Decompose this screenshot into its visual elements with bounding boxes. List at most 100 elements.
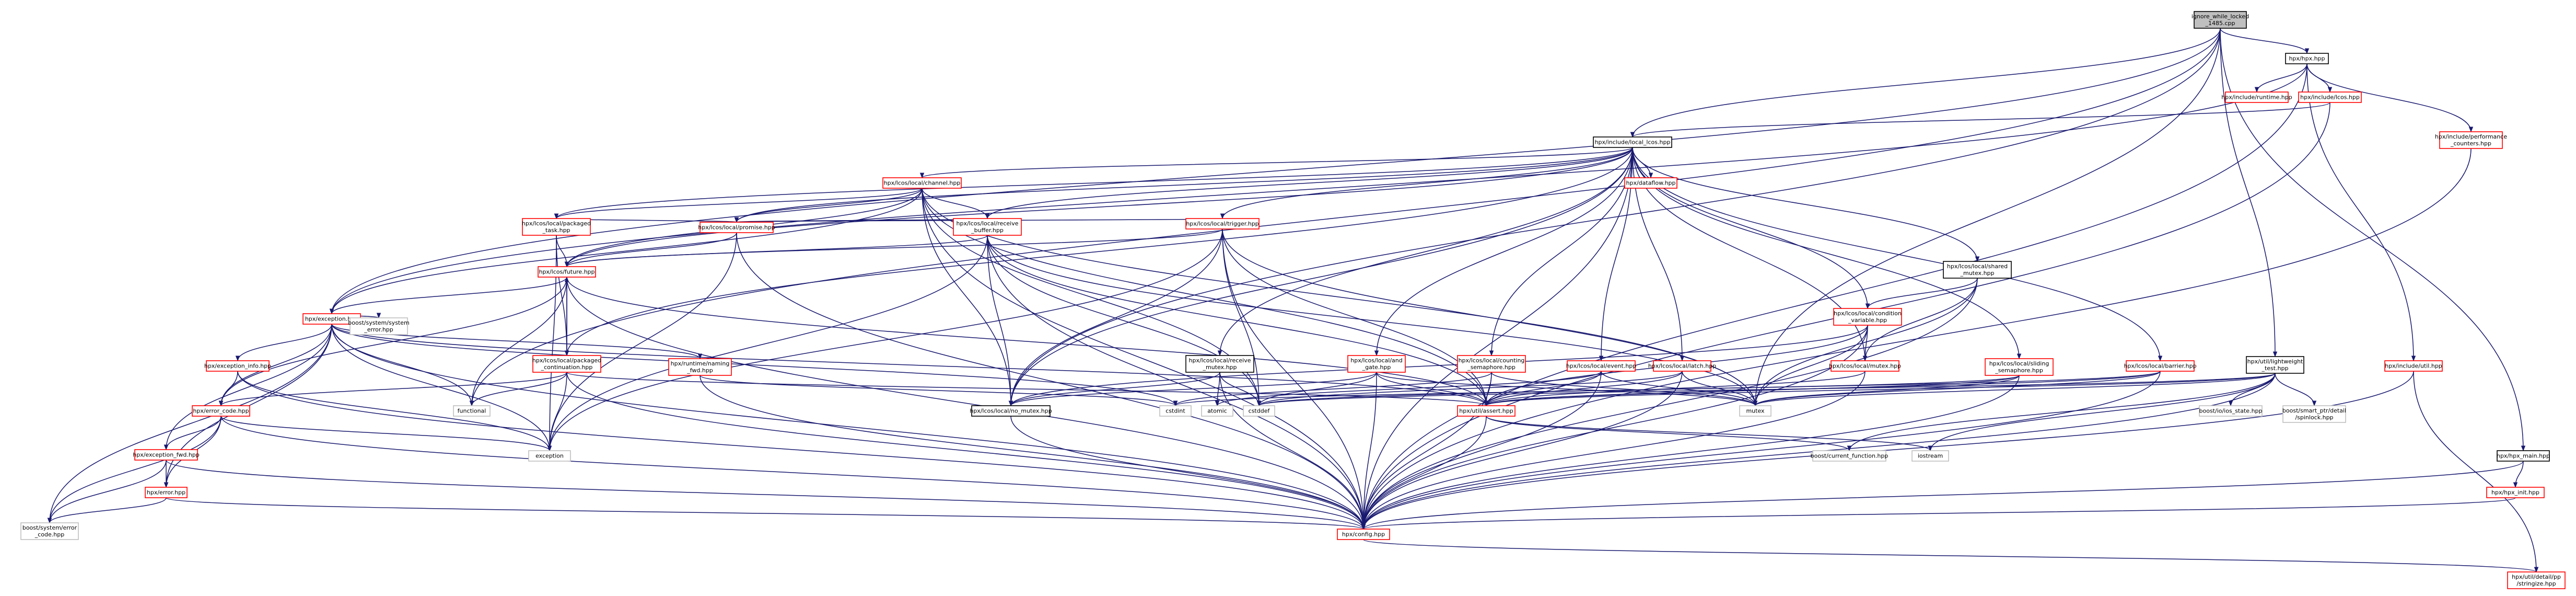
node-boost-io-state: boost/io/ios_state.hpp [2199,405,2263,417]
node-sliding-semaphore[interactable]: hpx/lcos/local/sliding_semaphore.hpp [1985,358,2054,376]
node-box [1337,529,1390,540]
node-hpx-init[interactable]: hpx/hpx_init.hpp [2486,487,2545,498]
edge-local_lcos-to-config [1361,147,1633,530]
node-and-gate[interactable]: hpx/lcos/local/and_gate.hpp [1347,355,1406,373]
edge-no_mutex-to-config [1010,416,1366,530]
edge-exception_info-to-config [237,371,1366,530]
node-dataflow[interactable]: hpx/dataflow.hpp [1624,177,1677,189]
node-label: boost/io/ios_state.hpp [2199,408,2263,415]
node-include-lcos[interactable]: hpx/include/lcos.hpp [2298,91,2362,103]
edge-root-to-hpx_main_hpp [2220,28,2526,452]
node-label: hpx/lcos/local/receive [1189,357,1251,364]
edge-local_mutex-to-assert [1484,371,1866,407]
edge-local_lcos-to-receive_buffer [985,147,1633,220]
node-label: _fwd.hpp [686,367,713,374]
edge-exception-to-config [331,324,1366,530]
node-assert[interactable]: hpx/util/assert.hpp [1457,405,1516,417]
node-no-mutex[interactable]: hpx/lcos/local/no_mutex.hpp [970,405,1052,417]
node-box [1457,405,1516,417]
node-box [1911,450,1949,462]
node-channel[interactable]: hpx/lcos/local/channel.hpp [882,177,962,189]
edge-channel-to-no_mutex [922,188,1013,407]
node-barrier[interactable]: hpx/lcos/local/barrier.hpp [2124,360,2197,372]
node-box [538,266,596,278]
edge-error_hpp-to-config [166,497,1366,530]
edge-counting_semaphore-to-cstdint [1173,372,1492,407]
node-exception-info[interactable]: hpx/exception_info.hpp [204,360,271,372]
node-packaged-task[interactable]: hpx/lcos/local/packaged_task.hpp [522,218,591,236]
node-box [2282,405,2346,423]
node-box [1347,355,1406,373]
node-event[interactable]: hpx/lcos/local/event.hpp [1566,360,1637,372]
node-box [2126,360,2195,372]
edge-include_util-to-string_ref [2413,371,2539,573]
node-error-hpp[interactable]: hpx/error.hpp [145,487,188,498]
node-promise[interactable]: hpx/lcos/local/promise.hpp [698,222,775,233]
node-label: _task.hpp [542,227,570,234]
node-runtime-naming-fwd[interactable]: hpx/runtime/naming_fwd.hpp [668,358,732,376]
node-box [134,449,198,461]
edge-latch-to-cstddef [1257,371,1683,407]
edge-assert-to-boost_current_function [1486,416,1852,452]
node-boost-error-code: boost/system/error_code.hpp [20,522,79,540]
node-receive-mutex[interactable]: hpx/lcos/local/receive_mutex.hpp [1185,355,1254,373]
node-hpx-hpp[interactable]: hpx/hpx.hpp [2285,53,2329,64]
node-label: _semaphore.hpp [1995,367,2043,374]
node-label: ignore_while_locked [2192,13,2249,20]
edge-local_lcos-to-condition_variable [1632,147,1870,310]
edge-and_gate-to-mutex [1376,372,1757,407]
node-box [1812,450,1886,462]
node-label: hpx/hpx_init.hpp [2491,489,2539,496]
edge-exception_info-to-error_code [218,371,238,407]
edge-trigger-to-future [565,228,1223,268]
node-error-code[interactable]: hpx/error_code.hpp [192,405,250,417]
node-box [1567,360,1636,372]
node-local-mutex[interactable]: hpx/lcos/local/mutex.hpp [1829,360,1901,372]
node-lightweight-test[interactable]: hpx/util/lightweight_test.hpp [2246,356,2304,374]
node-receive-buffer[interactable]: hpx/lcos/local/receive_buffer.hpp [953,218,1022,236]
node-box [2199,405,2263,417]
edge-packaged_task-to-future [556,235,569,268]
node-hpx-main-hpp[interactable]: hpx/hpx_main.hpp [2497,450,2550,462]
edge-lightweight_test-to-boost_current_function [1847,373,2276,452]
node-include-runtime[interactable]: hpx/include/runtime.hpp [2221,91,2292,103]
edge-shared_mutex-to-local_mutex [1862,278,1978,362]
node-future[interactable]: hpx/lcos/future.hpp [538,266,596,278]
edge-exception-to-exception_fwd [164,324,332,451]
node-counting-semaphore[interactable]: hpx/lcos/local/counting_semaphore.hpp [1457,355,1526,373]
node-shared-mutex[interactable]: hpx/lcos/local/shared_mutex.hpp [1943,261,2012,279]
node-string-ref[interactable]: hpx/util/detail/pp/stringize.hpp [2507,571,2566,589]
node-label: /spinlock.hpp [2295,414,2333,421]
node-exception-fwd[interactable]: hpx/exception_fwd.hpp [133,449,200,461]
node-box [1831,360,1899,372]
node-box [522,218,591,236]
edge-future-to-config [566,277,1366,530]
edge-sliding_semaphore-to-config [1361,375,2020,530]
edge-local_lcos-to-and_gate [1374,147,1633,357]
edge-receive_mutex-to-no_mutex [1008,372,1220,407]
node-condition-variable[interactable]: hpx/lcos/local/condition_variable.hpp [1833,308,1902,326]
edge-receive_mutex-to-config [1219,372,1366,530]
node-packaged-continuation[interactable]: hpx/lcos/local/packaged_continuation.hpp [532,355,601,373]
edge-trigger-to-mutex [1222,228,1758,407]
edge-channel-to-mutex [922,188,1758,407]
node-box [1833,308,1902,326]
edge-lightweight_test-to-boost_pthread_spinlock [2275,373,2317,407]
node-trigger[interactable]: hpx/lcos/local/trigger.hpp [1185,218,1260,230]
node-box [953,218,1022,236]
edge-exception_fwd-to-boost_error_code [47,460,167,524]
node-label: _test.hpp [2261,365,2288,372]
node-label: _error.hpp [364,326,393,333]
node-config[interactable]: hpx/config.hpp [1337,529,1390,540]
node-box [2497,450,2550,462]
node-include-util[interactable]: hpx/include/util.hpp [2384,360,2443,372]
node-include-perf[interactable]: hpx/include/performance_counters.hpp [2435,131,2507,149]
node-latch[interactable]: hpx/lcos/local/latch.hpp [1648,360,1716,372]
edge-lightweight_test-to-mutex [1753,373,2276,407]
edge-runtime_naming_fwd-to-cstdint [700,375,1178,407]
node-local-lcos[interactable]: hpx/include/local_lcos.hpp [1593,136,1672,148]
node-box [1185,355,1254,373]
node-label: hpx/hpx_main.hpp [2497,453,2550,460]
edge-packaged_continuation-to-functional [469,372,567,407]
